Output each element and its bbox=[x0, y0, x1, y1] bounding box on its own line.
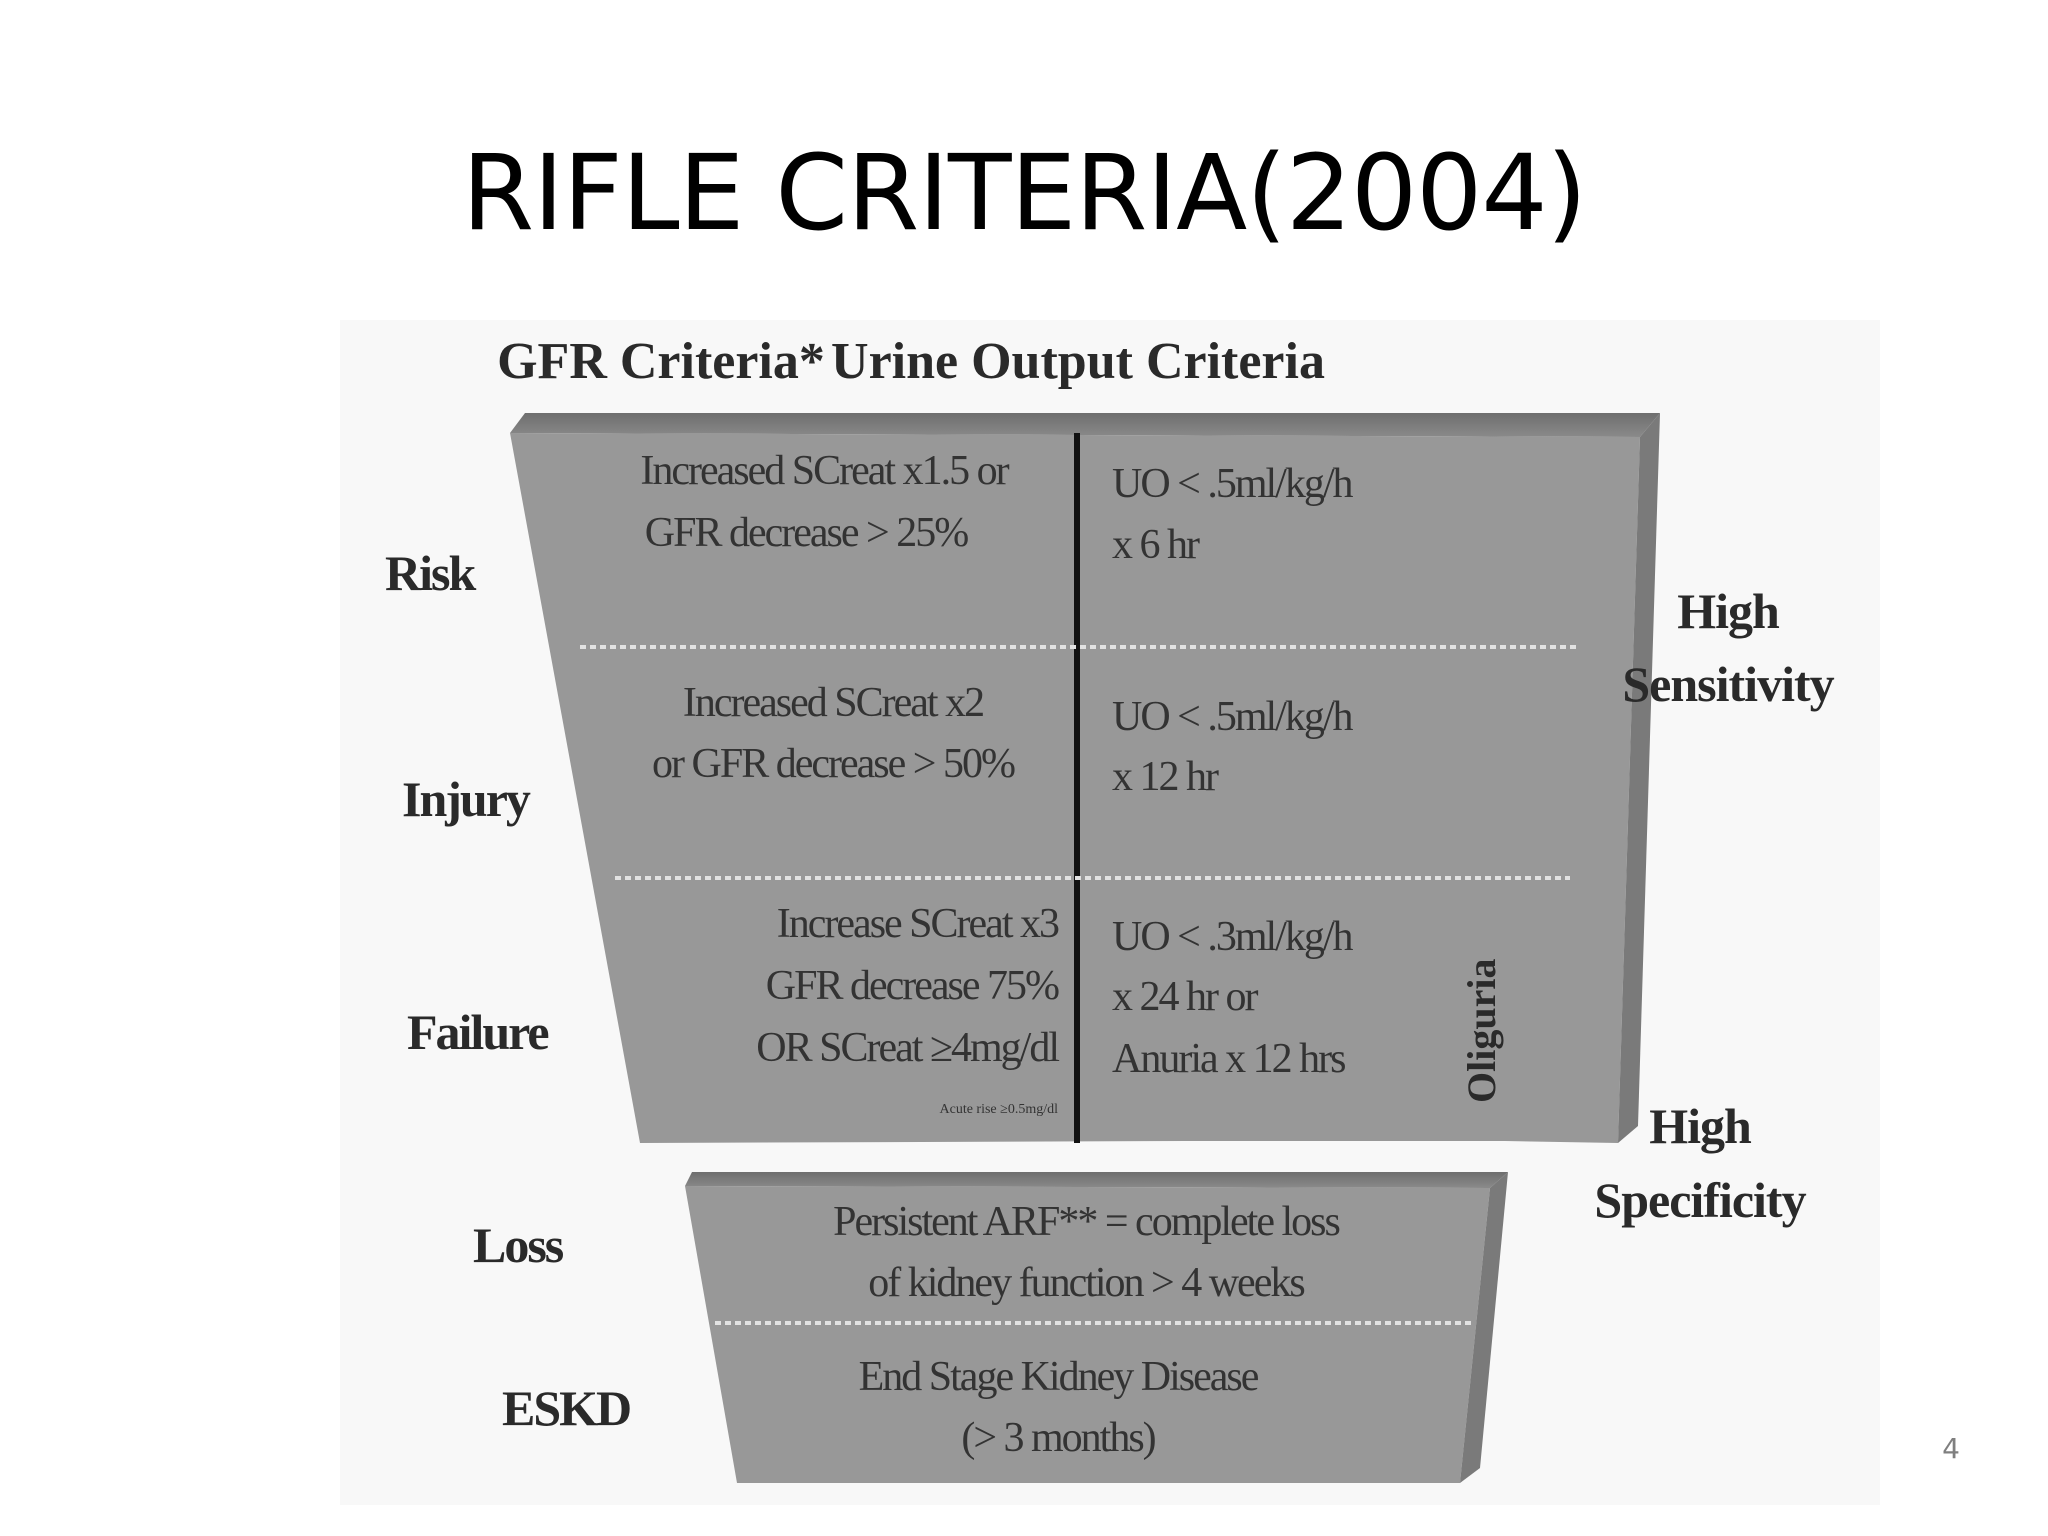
high-sensitivity-line-2: Sensitivity bbox=[1622, 656, 1834, 712]
stage-label-failure: Failure bbox=[407, 1004, 548, 1060]
high-sensitivity-line-1: High bbox=[1677, 583, 1780, 639]
stage-label-injury: Injury bbox=[402, 771, 531, 827]
gfr-criteria-header: GFR Criteria* bbox=[497, 333, 825, 390]
high-specificity-line-1: High bbox=[1649, 1098, 1752, 1154]
failure-uo-line-1: UO < .3ml/kg/h bbox=[1112, 914, 1354, 960]
failure-gfr-note: Acute rise ≥0.5mg/dl bbox=[940, 1102, 1059, 1117]
upper-trapezoid bbox=[510, 413, 1660, 1143]
risk-gfr-line-1: Increased SCreat x1.5 or bbox=[640, 448, 1009, 494]
failure-uo-line-3: Anuria x 12 hrs bbox=[1112, 1036, 1345, 1082]
injury-uo-line-1: UO < .5ml/kg/h bbox=[1112, 694, 1354, 740]
injury-gfr-line-2: or GFR decrease > 50% bbox=[652, 741, 1015, 787]
failure-gfr-line-1: Increase SCreat x3 bbox=[777, 901, 1059, 947]
upper-trapezoid-side-face bbox=[1618, 413, 1660, 1143]
failure-gfr-line-2: GFR decrease 75% bbox=[766, 963, 1059, 1009]
eskd-line-1: End Stage Kidney Disease bbox=[859, 1354, 1259, 1400]
rifle-diagram: GFR Criteria* Urine Output Criteria Risk… bbox=[340, 320, 1880, 1505]
failure-gfr-line-3: OR SCreat ≥4mg/dl bbox=[756, 1025, 1059, 1071]
lower-trapezoid-side-face bbox=[1460, 1172, 1508, 1483]
lower-trapezoid-top-face bbox=[685, 1172, 1508, 1188]
upper-trapezoid-top-face bbox=[510, 413, 1660, 437]
injury-gfr-line-1: Increased SCreat x2 bbox=[683, 680, 983, 726]
stage-label-risk: Risk bbox=[385, 545, 476, 601]
oliguria-label: Oliguria bbox=[1459, 959, 1504, 1103]
slide-number: 4 bbox=[1942, 1432, 1960, 1465]
risk-gfr-line-2: GFR decrease > 25% bbox=[645, 510, 968, 556]
slide-title: RIFLE CRITERIA(2004) bbox=[461, 132, 1587, 254]
injury-uo-line-2: x 12 hr bbox=[1112, 754, 1219, 800]
failure-uo-line-2: x 24 hr or bbox=[1112, 974, 1258, 1020]
high-specificity-line-2: Specificity bbox=[1594, 1172, 1806, 1228]
risk-uo-line-2: x 6 hr bbox=[1112, 522, 1200, 568]
lower-trapezoid bbox=[685, 1172, 1508, 1483]
urine-output-criteria-header: Urine Output Criteria bbox=[831, 333, 1325, 390]
eskd-line-2: (> 3 months) bbox=[961, 1415, 1155, 1461]
lower-trapezoid-front-face bbox=[685, 1186, 1490, 1483]
risk-uo-line-1: UO < .5ml/kg/h bbox=[1112, 461, 1354, 507]
stage-label-eskd: ESKD bbox=[502, 1380, 630, 1436]
loss-line-1: Persistent ARF** = complete loss bbox=[833, 1199, 1339, 1245]
stage-label-loss: Loss bbox=[473, 1217, 564, 1273]
loss-line-2: of kidney function > 4 weeks bbox=[868, 1260, 1304, 1306]
